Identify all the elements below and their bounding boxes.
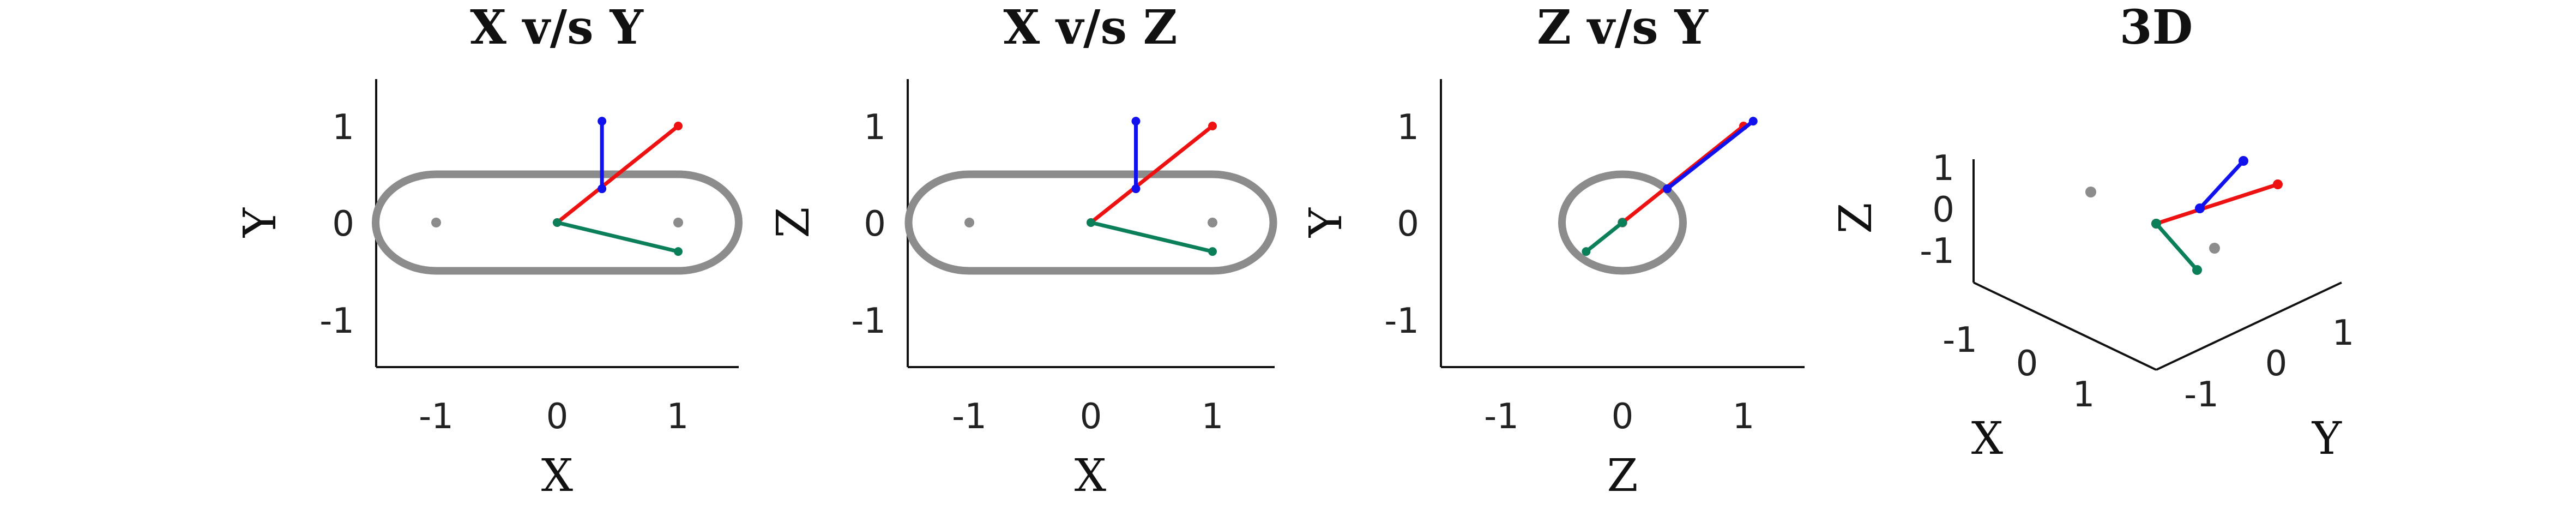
series-point-blue xyxy=(598,117,607,126)
panel-z-vs-y: Z v/s Y 1 0 -1 -1 0 1 Z Y xyxy=(1300,0,1805,502)
series-line-green xyxy=(557,220,679,254)
x-tick-label: 0 xyxy=(1612,397,1634,437)
x-tick-label: -1 xyxy=(1942,320,1977,361)
center-marker xyxy=(2209,243,2220,254)
x-tick-label: 1 xyxy=(667,397,689,437)
y-axis-label: Y xyxy=(234,207,286,238)
y-tick-label: -1 xyxy=(319,301,354,341)
x-axis xyxy=(1973,281,2157,371)
y-tick-label: 0 xyxy=(864,204,886,244)
series-line-red xyxy=(2155,182,2279,226)
x-tick-label: -1 xyxy=(419,397,454,437)
series-point-green xyxy=(1582,247,1591,256)
series-point-blue xyxy=(1131,117,1141,126)
series-point-blue xyxy=(1131,184,1141,194)
series-line-red xyxy=(556,124,680,224)
shape-outline xyxy=(1558,170,1687,275)
z-tick-label: 0 xyxy=(1932,190,1954,230)
y-tick-label: -1 xyxy=(1384,301,1419,341)
y-axis-label: Z xyxy=(768,207,819,238)
series-point-blue xyxy=(2239,156,2248,166)
center-marker xyxy=(673,218,683,227)
y-tick-label: -1 xyxy=(2184,375,2219,415)
series-point-red xyxy=(674,122,683,130)
plot-marks xyxy=(904,117,1277,275)
x-tick-label: 0 xyxy=(2016,344,2038,384)
panel-x-vs-y: X v/s Y 1 0 -1 -1 0 1 X Y xyxy=(234,0,743,502)
y-axis-label: Y xyxy=(2312,413,2342,465)
series-point-green xyxy=(553,218,562,227)
series-line-green xyxy=(1585,221,1624,253)
series-point-red xyxy=(1208,122,1217,130)
y-axis xyxy=(2156,281,2342,371)
x-tick-label: 1 xyxy=(2073,375,2095,415)
series-point-green xyxy=(1618,218,1627,227)
x-axis-label: X xyxy=(1971,413,2003,465)
series-point-blue xyxy=(1748,117,1758,126)
series-point-blue xyxy=(598,184,607,194)
y-tick-label: -1 xyxy=(851,301,886,341)
x-tick-label: 1 xyxy=(1202,397,1224,437)
series-line-blue xyxy=(2198,159,2245,210)
series-line-green xyxy=(2155,222,2199,272)
plot-marks xyxy=(1558,117,1758,275)
series-line-blue xyxy=(1666,119,1754,190)
y-tick-label: 1 xyxy=(864,107,886,148)
z-tick-label: 1 xyxy=(1932,148,1954,189)
y-tick-label: 1 xyxy=(2332,313,2355,353)
x-tick-label: 1 xyxy=(1733,397,1755,437)
x-axis-label: X xyxy=(1075,450,1106,502)
x-tick-label: 0 xyxy=(546,397,569,437)
series-line-green xyxy=(1090,220,1213,254)
center-marker xyxy=(964,218,974,227)
y-axis-label: Y xyxy=(1300,207,1352,238)
center-marker xyxy=(431,218,441,227)
series-point-green xyxy=(2151,219,2161,229)
x-tick-label: 0 xyxy=(1080,397,1102,437)
z-tick-label: -1 xyxy=(1920,231,1954,272)
panel-title: 3D xyxy=(2120,0,2193,55)
shape-outline xyxy=(372,170,743,275)
series-point-green xyxy=(1208,247,1217,256)
series-point-red xyxy=(2273,179,2283,189)
panel-x-vs-z: X v/s Z 1 0 -1 -1 0 1 X Z xyxy=(768,0,1277,502)
y-tick-label: 0 xyxy=(332,204,354,244)
plot-marks xyxy=(2085,156,2283,275)
z-axis-label: Z xyxy=(1830,203,1882,234)
series-point-green xyxy=(1087,218,1095,227)
series-point-blue xyxy=(1663,184,1672,194)
shape-outline xyxy=(904,170,1277,275)
y-tick-label: 0 xyxy=(1397,204,1419,244)
y-tick-label: 1 xyxy=(332,107,354,148)
y-tick-label: 1 xyxy=(1397,107,1419,148)
center-marker xyxy=(1208,218,1217,227)
x-tick-label: -1 xyxy=(952,397,987,437)
plot-marks xyxy=(372,117,743,275)
x-axis-label: X xyxy=(541,450,573,502)
series-line-red xyxy=(1089,124,1214,224)
center-marker xyxy=(2085,187,2096,197)
panel-title: X v/s Z xyxy=(1003,0,1177,55)
panel-title: X v/s Y xyxy=(470,0,644,55)
y-tick-label: 0 xyxy=(2265,344,2288,384)
series-point-green xyxy=(674,247,683,256)
x-tick-label: -1 xyxy=(1484,397,1519,437)
panel-3d: 3D 1 0 -1 -1 0 1 -1 0 1 X Y Z xyxy=(1830,0,2354,465)
series-point-green xyxy=(2192,265,2202,275)
panel-title: Z v/s Y xyxy=(1537,0,1709,55)
x-axis-label: Z xyxy=(1607,450,1638,502)
series-point-blue xyxy=(2195,203,2205,213)
